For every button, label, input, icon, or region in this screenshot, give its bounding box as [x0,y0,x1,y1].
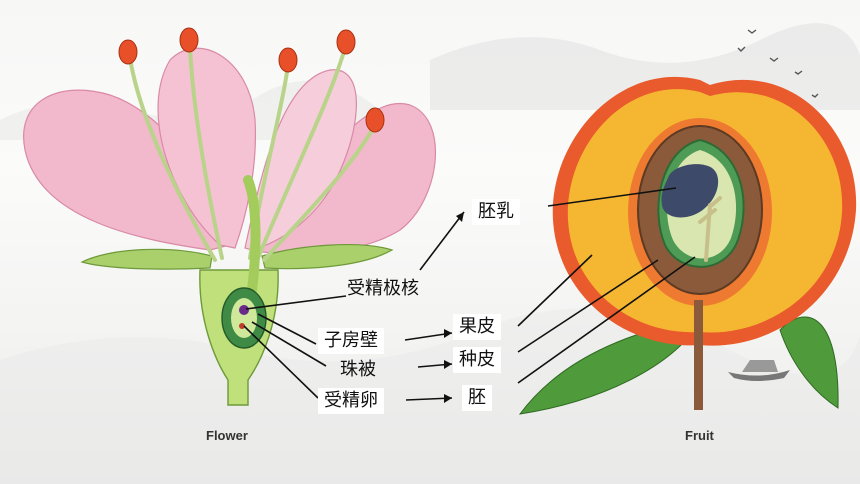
label-fertilized-egg: 受精卵 [318,388,384,414]
background-birds [737,29,819,98]
flower-sepal-left [80,248,213,270]
label-pericarp: 果皮 [453,314,501,340]
label-endosperm: 胚乳 [472,199,520,225]
fruit-leaf-right [779,316,839,409]
caption-flower: Flower [206,428,248,443]
fruit-embryo [698,196,722,262]
flower-illustration [23,27,437,406]
caption-fruit: Fruit [685,428,714,443]
label-embryo: 胚 [462,385,492,411]
label-integument: 珠被 [340,359,376,380]
flower-sepal-right [261,244,394,270]
fruit-illustration [518,76,857,415]
label-ovary-wall: 子房壁 [318,328,384,354]
label-seed-coat: 种皮 [453,347,501,373]
fruit-endosperm [661,164,719,218]
background-boat [728,360,790,381]
arrow-heads [444,212,464,403]
label-fertilized-polar-nuclei: 受精极核 [347,278,419,299]
